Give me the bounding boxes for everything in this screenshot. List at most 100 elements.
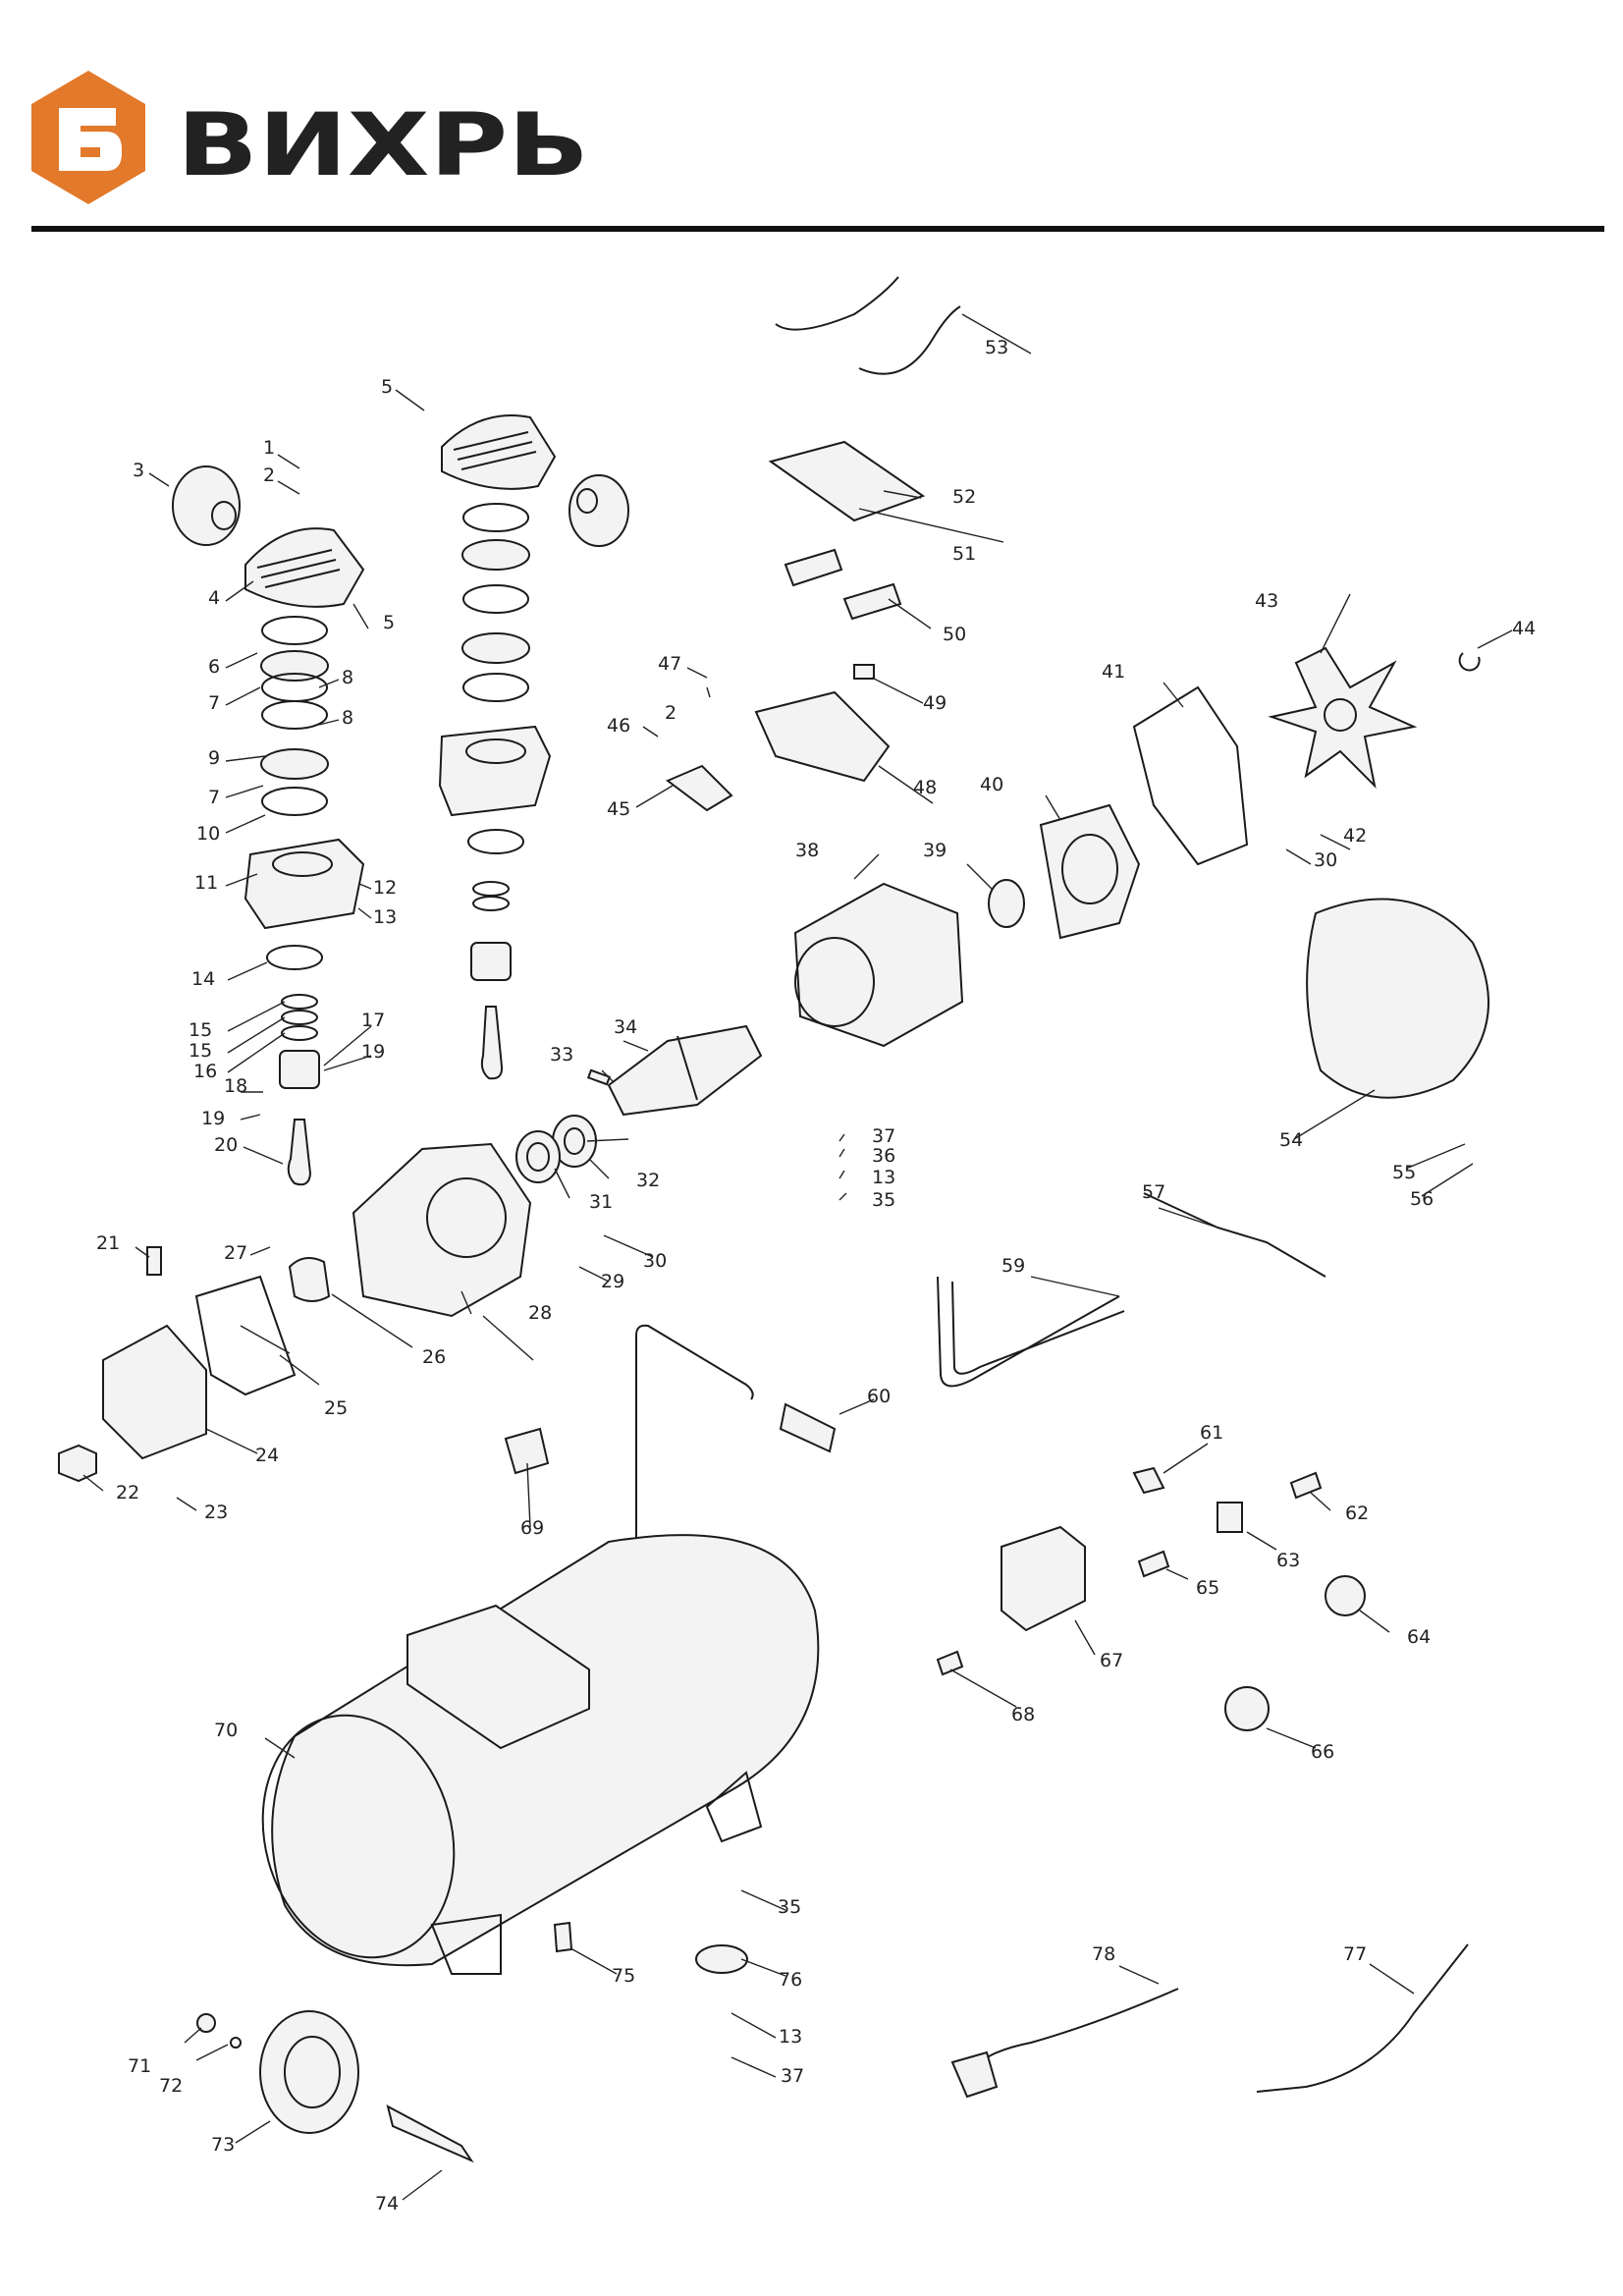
electrical-assembly [666, 276, 961, 812]
tank-70 [271, 1534, 820, 1967]
part-label-l47: 47 [658, 653, 681, 675]
bracket-26 [288, 1257, 331, 1302]
gasket-14 [266, 945, 323, 970]
seal-31-inner [526, 1142, 550, 1172]
part-label-l28: 28 [528, 1302, 552, 1324]
fitting-69 [504, 1427, 550, 1475]
part-label-l25: 25 [324, 1397, 348, 1419]
part-label-l36: 36 [872, 1145, 895, 1167]
leader-lines [82, 313, 1513, 2201]
part-label-l7b: 7 [208, 787, 220, 808]
part-label-l20: 20 [214, 1134, 238, 1156]
wheel-assembly [196, 2010, 474, 2163]
part-label-l65: 65 [1196, 1577, 1219, 1599]
valve-plate-c1 [461, 539, 530, 571]
part-label-l50: 50 [943, 624, 966, 645]
gasket-9 [261, 700, 328, 730]
part-label-l13c: 13 [779, 2026, 802, 2048]
part-label-l67: 67 [1100, 1650, 1123, 1671]
cylinder-11 [243, 838, 365, 930]
valve-plate-c2 [461, 632, 530, 664]
air-filter-center-hub [576, 488, 598, 514]
part-label-l18: 18 [224, 1075, 247, 1097]
regulator-63 [1217, 1502, 1243, 1533]
part-label-l24: 24 [255, 1445, 279, 1466]
handle-tube [635, 1324, 754, 1542]
washer-72 [230, 2037, 242, 2049]
head-fins-left [256, 549, 341, 588]
cable-53b [858, 305, 961, 375]
seal-31 [515, 1130, 561, 1183]
breather-21 [146, 1246, 162, 1276]
electric-box-48 [754, 690, 891, 783]
part-label-l10: 10 [196, 823, 220, 845]
part-label-l38: 38 [795, 840, 819, 861]
power-cord-78 [971, 1988, 1179, 2073]
part-label-l72: 72 [159, 2075, 183, 2097]
part-label-l19a: 19 [361, 1041, 385, 1063]
bearing-32-inner [564, 1127, 585, 1155]
part-label-l62: 62 [1345, 1503, 1369, 1524]
part-label-l39: 39 [923, 840, 947, 861]
motor-assembly [793, 646, 1489, 1099]
part-label-l13a: 13 [373, 906, 397, 928]
tank-mount-plate [406, 1604, 590, 1750]
part-label-l42: 42 [1343, 825, 1367, 847]
part-label-l56: 56 [1410, 1188, 1434, 1210]
pipe-57 [1143, 1192, 1326, 1278]
part-label-l71: 71 [128, 2055, 151, 2077]
part-label-l45: 45 [607, 798, 630, 820]
part-label-l26: 26 [422, 1346, 446, 1368]
part-label-l55: 55 [1392, 1162, 1416, 1183]
part-label-l12: 12 [373, 877, 397, 899]
crankshaft-rotor-line [676, 1035, 698, 1101]
part-label-l17: 17 [361, 1010, 385, 1031]
axle-74 [386, 2105, 474, 2163]
part-label-l30a: 30 [643, 1250, 667, 1272]
tank-end-cap [261, 1714, 456, 1959]
part-label-l1: 1 [263, 437, 275, 459]
crankcase-28 [352, 1142, 532, 1318]
part-label-l37a: 37 [872, 1125, 895, 1147]
air-filter-left [172, 465, 241, 546]
part-label-l52: 52 [952, 486, 976, 508]
part-label-l35b: 35 [778, 1896, 801, 1918]
crankcase-assembly [58, 1142, 532, 1483]
check-valve-60 [779, 1402, 837, 1453]
ring-16 [281, 1025, 318, 1041]
brand-logo: ВИХРЬ [31, 71, 589, 204]
plug-22 [58, 1444, 97, 1483]
end-shield-40 [1039, 803, 1141, 940]
part-label-l61: 61 [1200, 1422, 1223, 1444]
part-label-l41: 41 [1102, 661, 1125, 683]
accessories [504, 1192, 1469, 2099]
gauge-66 [1224, 1686, 1270, 1731]
part-label-l37b: 37 [781, 2065, 804, 2087]
header-divider [31, 226, 1604, 232]
part-label-l35a: 35 [872, 1189, 895, 1211]
part-label-l68: 68 [1011, 1704, 1035, 1725]
bearing-39 [988, 879, 1025, 928]
drain-valve-75 [553, 1921, 573, 1953]
wiring-77 [1256, 1943, 1469, 2093]
part-label-l19b: 19 [201, 1108, 225, 1129]
logo-letter-icon [59, 108, 122, 171]
part-label-l64: 64 [1407, 1626, 1431, 1648]
part-label-l16: 16 [193, 1061, 217, 1082]
fan-housing-41 [1132, 685, 1249, 866]
part-label-l77: 77 [1343, 1943, 1367, 1965]
part-label-l15b: 15 [189, 1040, 212, 1062]
switch-49 [853, 664, 875, 680]
stator-38 [793, 882, 964, 1048]
part-label-l54: 54 [1279, 1129, 1303, 1151]
part-label-l27: 27 [224, 1242, 247, 1264]
cover-plate-51 [768, 440, 926, 522]
part-label-l74: 74 [375, 2193, 399, 2214]
gasket-c3 [462, 673, 529, 702]
part-label-l8a: 8 [342, 667, 353, 688]
part-label-l11: 11 [194, 872, 218, 894]
part-label-l57: 57 [1142, 1181, 1165, 1203]
part-label-l75: 75 [612, 1965, 635, 1987]
cable-53a [775, 276, 899, 331]
part-label-l5b: 5 [383, 612, 395, 633]
